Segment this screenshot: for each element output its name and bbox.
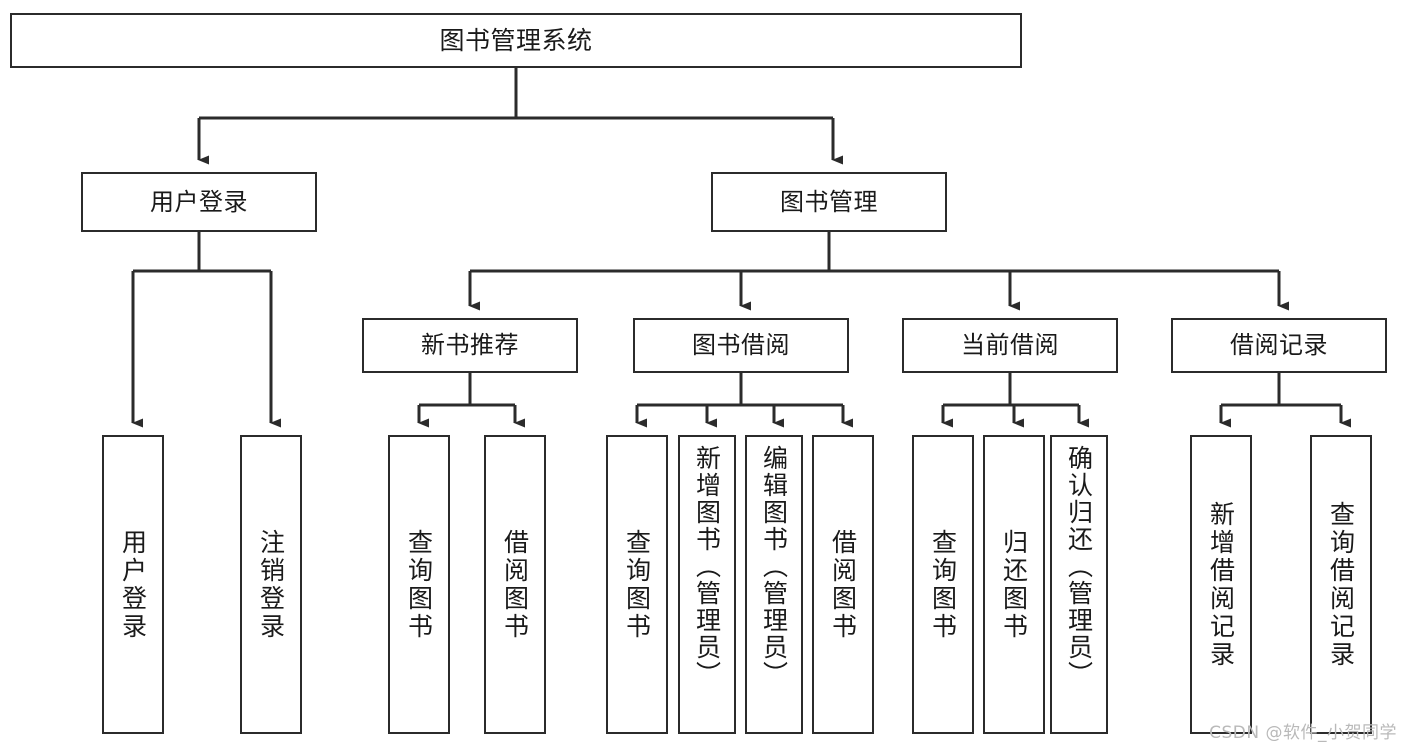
node-root-label: 图书管理系统 — [439, 25, 593, 55]
node-leaf-confirm-return-admin[interactable]: 确认归还（管理员） — [1050, 435, 1108, 734]
node-leaf-confirm-return-admin-label: 确认归还（管理员） — [1064, 445, 1094, 688]
node-leaf-return-book[interactable]: 归还图书 — [983, 435, 1045, 734]
node-leaf-add-book-admin-label: 新增图书（管理员） — [692, 445, 722, 688]
node-user-login-label: 用户登录 — [150, 187, 248, 216]
node-leaf-add-borrow-record-label: 新增借阅记录 — [1206, 500, 1236, 669]
node-leaf-edit-book-admin[interactable]: 编辑图书（管理员） — [745, 435, 803, 734]
node-leaf-query-book-current-label: 查询图书 — [928, 528, 958, 641]
node-leaf-add-borrow-record[interactable]: 新增借阅记录 — [1190, 435, 1252, 734]
node-leaf-user-login[interactable]: 用户登录 — [102, 435, 164, 734]
node-leaf-return-book-label: 归还图书 — [999, 528, 1029, 641]
node-leaf-borrow-book[interactable]: 借阅图书 — [812, 435, 874, 734]
node-book-borrow[interactable]: 图书借阅 — [633, 318, 849, 373]
node-borrow-record-label: 借阅记录 — [1230, 331, 1328, 360]
node-leaf-borrow-book-label: 借阅图书 — [828, 528, 858, 641]
node-book-manage[interactable]: 图书管理 — [711, 172, 947, 232]
node-leaf-query-book-rec-label: 查询图书 — [404, 528, 434, 641]
node-leaf-borrow-book-rec[interactable]: 借阅图书 — [484, 435, 546, 734]
node-leaf-logout-label: 注销登录 — [256, 528, 286, 641]
node-book-borrow-label: 图书借阅 — [692, 331, 790, 360]
node-current-borrow[interactable]: 当前借阅 — [902, 318, 1118, 373]
node-current-borrow-label: 当前借阅 — [961, 331, 1059, 360]
node-leaf-query-book-borrow[interactable]: 查询图书 — [606, 435, 668, 734]
node-new-book-recommend[interactable]: 新书推荐 — [362, 318, 578, 373]
node-book-manage-label: 图书管理 — [780, 187, 878, 216]
node-leaf-query-book-current[interactable]: 查询图书 — [912, 435, 974, 734]
node-leaf-query-borrow-record[interactable]: 查询借阅记录 — [1310, 435, 1372, 734]
node-user-login[interactable]: 用户登录 — [81, 172, 317, 232]
watermark-text: CSDN @软件_小贺同学 — [1209, 723, 1397, 743]
node-leaf-edit-book-admin-label: 编辑图书（管理员） — [759, 445, 789, 688]
node-root[interactable]: 图书管理系统 — [10, 13, 1022, 68]
node-leaf-query-borrow-record-label: 查询借阅记录 — [1326, 500, 1356, 669]
node-leaf-add-book-admin[interactable]: 新增图书（管理员） — [678, 435, 736, 734]
node-leaf-query-book-borrow-label: 查询图书 — [622, 528, 652, 641]
node-borrow-record[interactable]: 借阅记录 — [1171, 318, 1387, 373]
node-new-book-recommend-label: 新书推荐 — [421, 331, 519, 360]
node-leaf-user-login-label: 用户登录 — [118, 528, 148, 641]
node-leaf-borrow-book-rec-label: 借阅图书 — [500, 528, 530, 641]
node-leaf-logout[interactable]: 注销登录 — [240, 435, 302, 734]
node-leaf-query-book-rec[interactable]: 查询图书 — [388, 435, 450, 734]
